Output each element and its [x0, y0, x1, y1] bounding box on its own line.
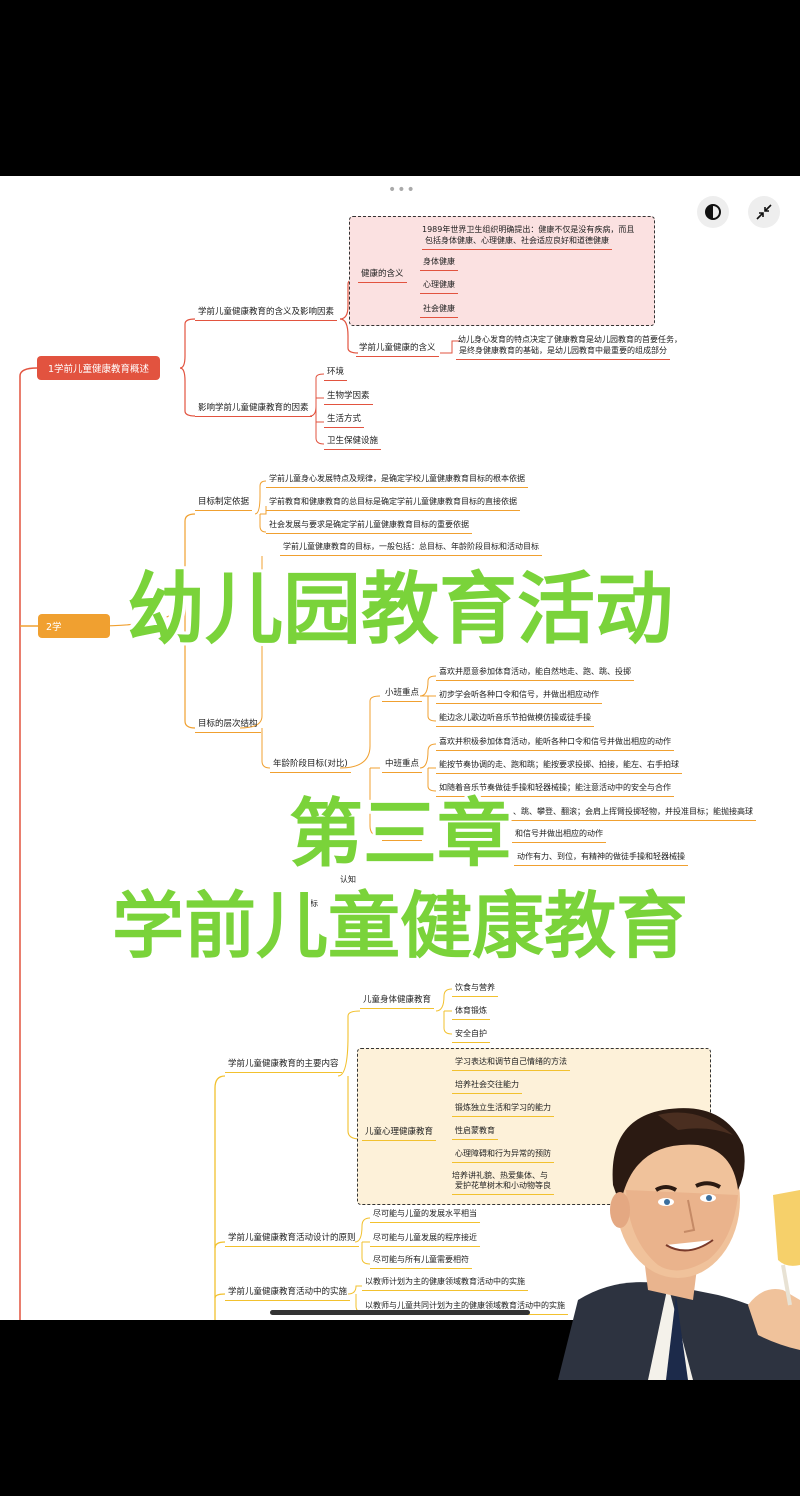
branch-influence-factors[interactable]: 影响学前儿童健康教育的因素: [195, 402, 312, 417]
small-class-item-1[interactable]: 喜欢并愿意参加体育活动，能自然地走、跑、跳、投掷: [436, 666, 634, 681]
middle-class-item-3[interactable]: 如随着音乐节奏做徒手操和轻器械操；能注意活动中的安全与合作: [436, 782, 674, 797]
mental-item-5[interactable]: 心理障碍和行为异常的预防: [452, 1148, 554, 1163]
big-class-item-1[interactable]: 、跳、攀登、翻滚；会肩上挥臂投掷轻物，并投准目标；能抛接高球: [510, 806, 756, 821]
mental-item-4[interactable]: 性启蒙教育: [452, 1125, 498, 1140]
node-main-content[interactable]: 学前儿童健康教育的主要内容: [225, 1058, 342, 1073]
basis-item-1[interactable]: 学前儿童身心发展特点及规律，是确定学校儿童健康教育目标的根本依据: [266, 473, 528, 488]
partial-cognition-label: 认知: [340, 875, 356, 884]
node-health-meaning[interactable]: 健康的含义: [358, 268, 407, 283]
mental-item-1[interactable]: 学习表达和调节自己情绪的方法: [452, 1056, 570, 1071]
node-mental-health-edu[interactable]: 儿童心理健康教育: [362, 1126, 437, 1141]
node-age-goals[interactable]: 年龄阶段目标(对比): [270, 758, 351, 773]
small-class-item-2[interactable]: 初步学会听各种口令和信号，并做出相应动作: [436, 689, 602, 704]
node-implementation[interactable]: 学前儿童健康教育活动中的实施: [225, 1286, 351, 1301]
goal-general-desc[interactable]: 学前儿童健康教育的目标，一般包括：总目标、年龄阶段目标和活动目标: [280, 541, 542, 556]
section1-root-node[interactable]: 1学前儿童健康教育概述: [37, 356, 161, 380]
node-design-principles[interactable]: 学前儿童健康教育活动设计的原则: [225, 1232, 359, 1247]
node-small-class[interactable]: 小班重点: [382, 687, 423, 702]
middle-class-item-2[interactable]: 能按节奏协调的走、跑和跳；能按要求投掷、拍接，能左、右手拍球: [436, 759, 682, 774]
child-health-desc-line2[interactable]: 是终身健康教育的基础，是幼儿园教育中最重要的组成部分: [456, 345, 670, 360]
retro-man-toasting-sticker: [558, 1108, 800, 1380]
who-statement-line1: 1989年世界卫生组织明确提出：健康不仅是没有疾病，而且: [422, 225, 635, 234]
theme-toggle-button[interactable]: [697, 196, 729, 228]
node-big-class[interactable]: 大班重点: [382, 826, 423, 841]
impl-item-1[interactable]: 以教师计划为主的健康领域教育活动中的实施: [362, 1276, 528, 1291]
more-dots-icon[interactable]: •••: [388, 182, 416, 198]
collapse-view-button[interactable]: [748, 196, 780, 228]
health-item-social[interactable]: 社会健康: [420, 303, 458, 318]
node-physical-health-edu[interactable]: 儿童身体健康教育: [360, 994, 435, 1009]
node-child-health-meaning[interactable]: 学前儿童健康的含义: [356, 342, 439, 357]
branch-meaning-factors[interactable]: 学前儿童健康教育的含义及影响因素: [195, 306, 338, 321]
principle-item-2[interactable]: 尽可能与儿童发展的程序接近: [370, 1232, 480, 1247]
mental-item-7[interactable]: 爱护花草树木和小动物等良: [452, 1180, 554, 1195]
overlay-title-line2: 第三章: [289, 791, 511, 877]
overlay-title-line3: 学前儿童健康教育: [111, 884, 688, 968]
big-class-item-2[interactable]: 和信号并做出相应的动作: [512, 828, 606, 843]
principle-item-3[interactable]: 尽可能与所有儿童需要相符: [370, 1254, 472, 1269]
middle-class-item-1[interactable]: 喜欢并积极参加体育活动，能听各种口令和信号并做出相应的动作: [436, 736, 674, 751]
health-item-physical[interactable]: 身体健康: [420, 256, 458, 271]
contrast-icon: [705, 204, 721, 220]
mental-item-2[interactable]: 培养社会交往能力: [452, 1079, 522, 1094]
who-statement-line2[interactable]: 包括身体健康、心理健康、社会适应良好和道德健康: [422, 235, 612, 250]
factor-lifestyle[interactable]: 生活方式: [324, 413, 365, 428]
factor-healthcare-facilities[interactable]: 卫生保健设施: [324, 435, 382, 450]
factor-environment[interactable]: 环境: [324, 366, 348, 381]
factor-biology[interactable]: 生物学因素: [324, 390, 373, 405]
partial-goal-label: 标: [310, 899, 318, 908]
mental-item-6: 培养讲礼貌、热爱集体、与: [452, 1171, 548, 1180]
home-indicator[interactable]: [270, 1310, 530, 1315]
mindmap-canvas[interactable]: 1学前儿童健康教育概述 学前儿童健康教育的含义及影响因素 健康的含义 1989年…: [0, 176, 800, 1320]
child-health-desc-line1: 幼儿身心发育的特点决定了健康教育是幼儿园教育的首要任务，: [458, 335, 682, 344]
health-meaning-box: [349, 216, 655, 326]
overlay-title-line1: 幼儿园教育活动: [126, 565, 673, 655]
physical-item-safety[interactable]: 安全自护: [452, 1028, 490, 1043]
node-middle-class[interactable]: 中班重点: [382, 758, 423, 773]
physical-item-exercise[interactable]: 体育锻炼: [452, 1005, 490, 1020]
small-class-item-3[interactable]: 能边念儿歌边听音乐节拍做模仿操或徒手操: [436, 712, 594, 727]
node-goal-basis[interactable]: 目标制定依据: [195, 496, 253, 511]
mental-item-3[interactable]: 锻炼独立生活和学习的能力: [452, 1102, 554, 1117]
section2-root-node[interactable]: 2学: [38, 614, 110, 638]
basis-item-2[interactable]: 学前教育和健康教育的总目标是确定学前儿童健康教育目标的直接依据: [266, 496, 520, 511]
physical-item-diet[interactable]: 饮食与营养: [452, 982, 498, 997]
health-item-mental[interactable]: 心理健康: [420, 279, 458, 294]
principle-item-1[interactable]: 尽可能与儿童的发展水平相当: [370, 1208, 480, 1223]
node-goal-structure[interactable]: 目标的层次结构: [195, 718, 261, 733]
collapse-arrows-icon: [756, 204, 772, 220]
big-class-item-3[interactable]: 动作有力、到位，有精神的做徒手操和轻器械操: [514, 851, 688, 866]
basis-item-3[interactable]: 社会发展与要求是确定学前儿童健康教育目标的重要依据: [266, 519, 472, 534]
